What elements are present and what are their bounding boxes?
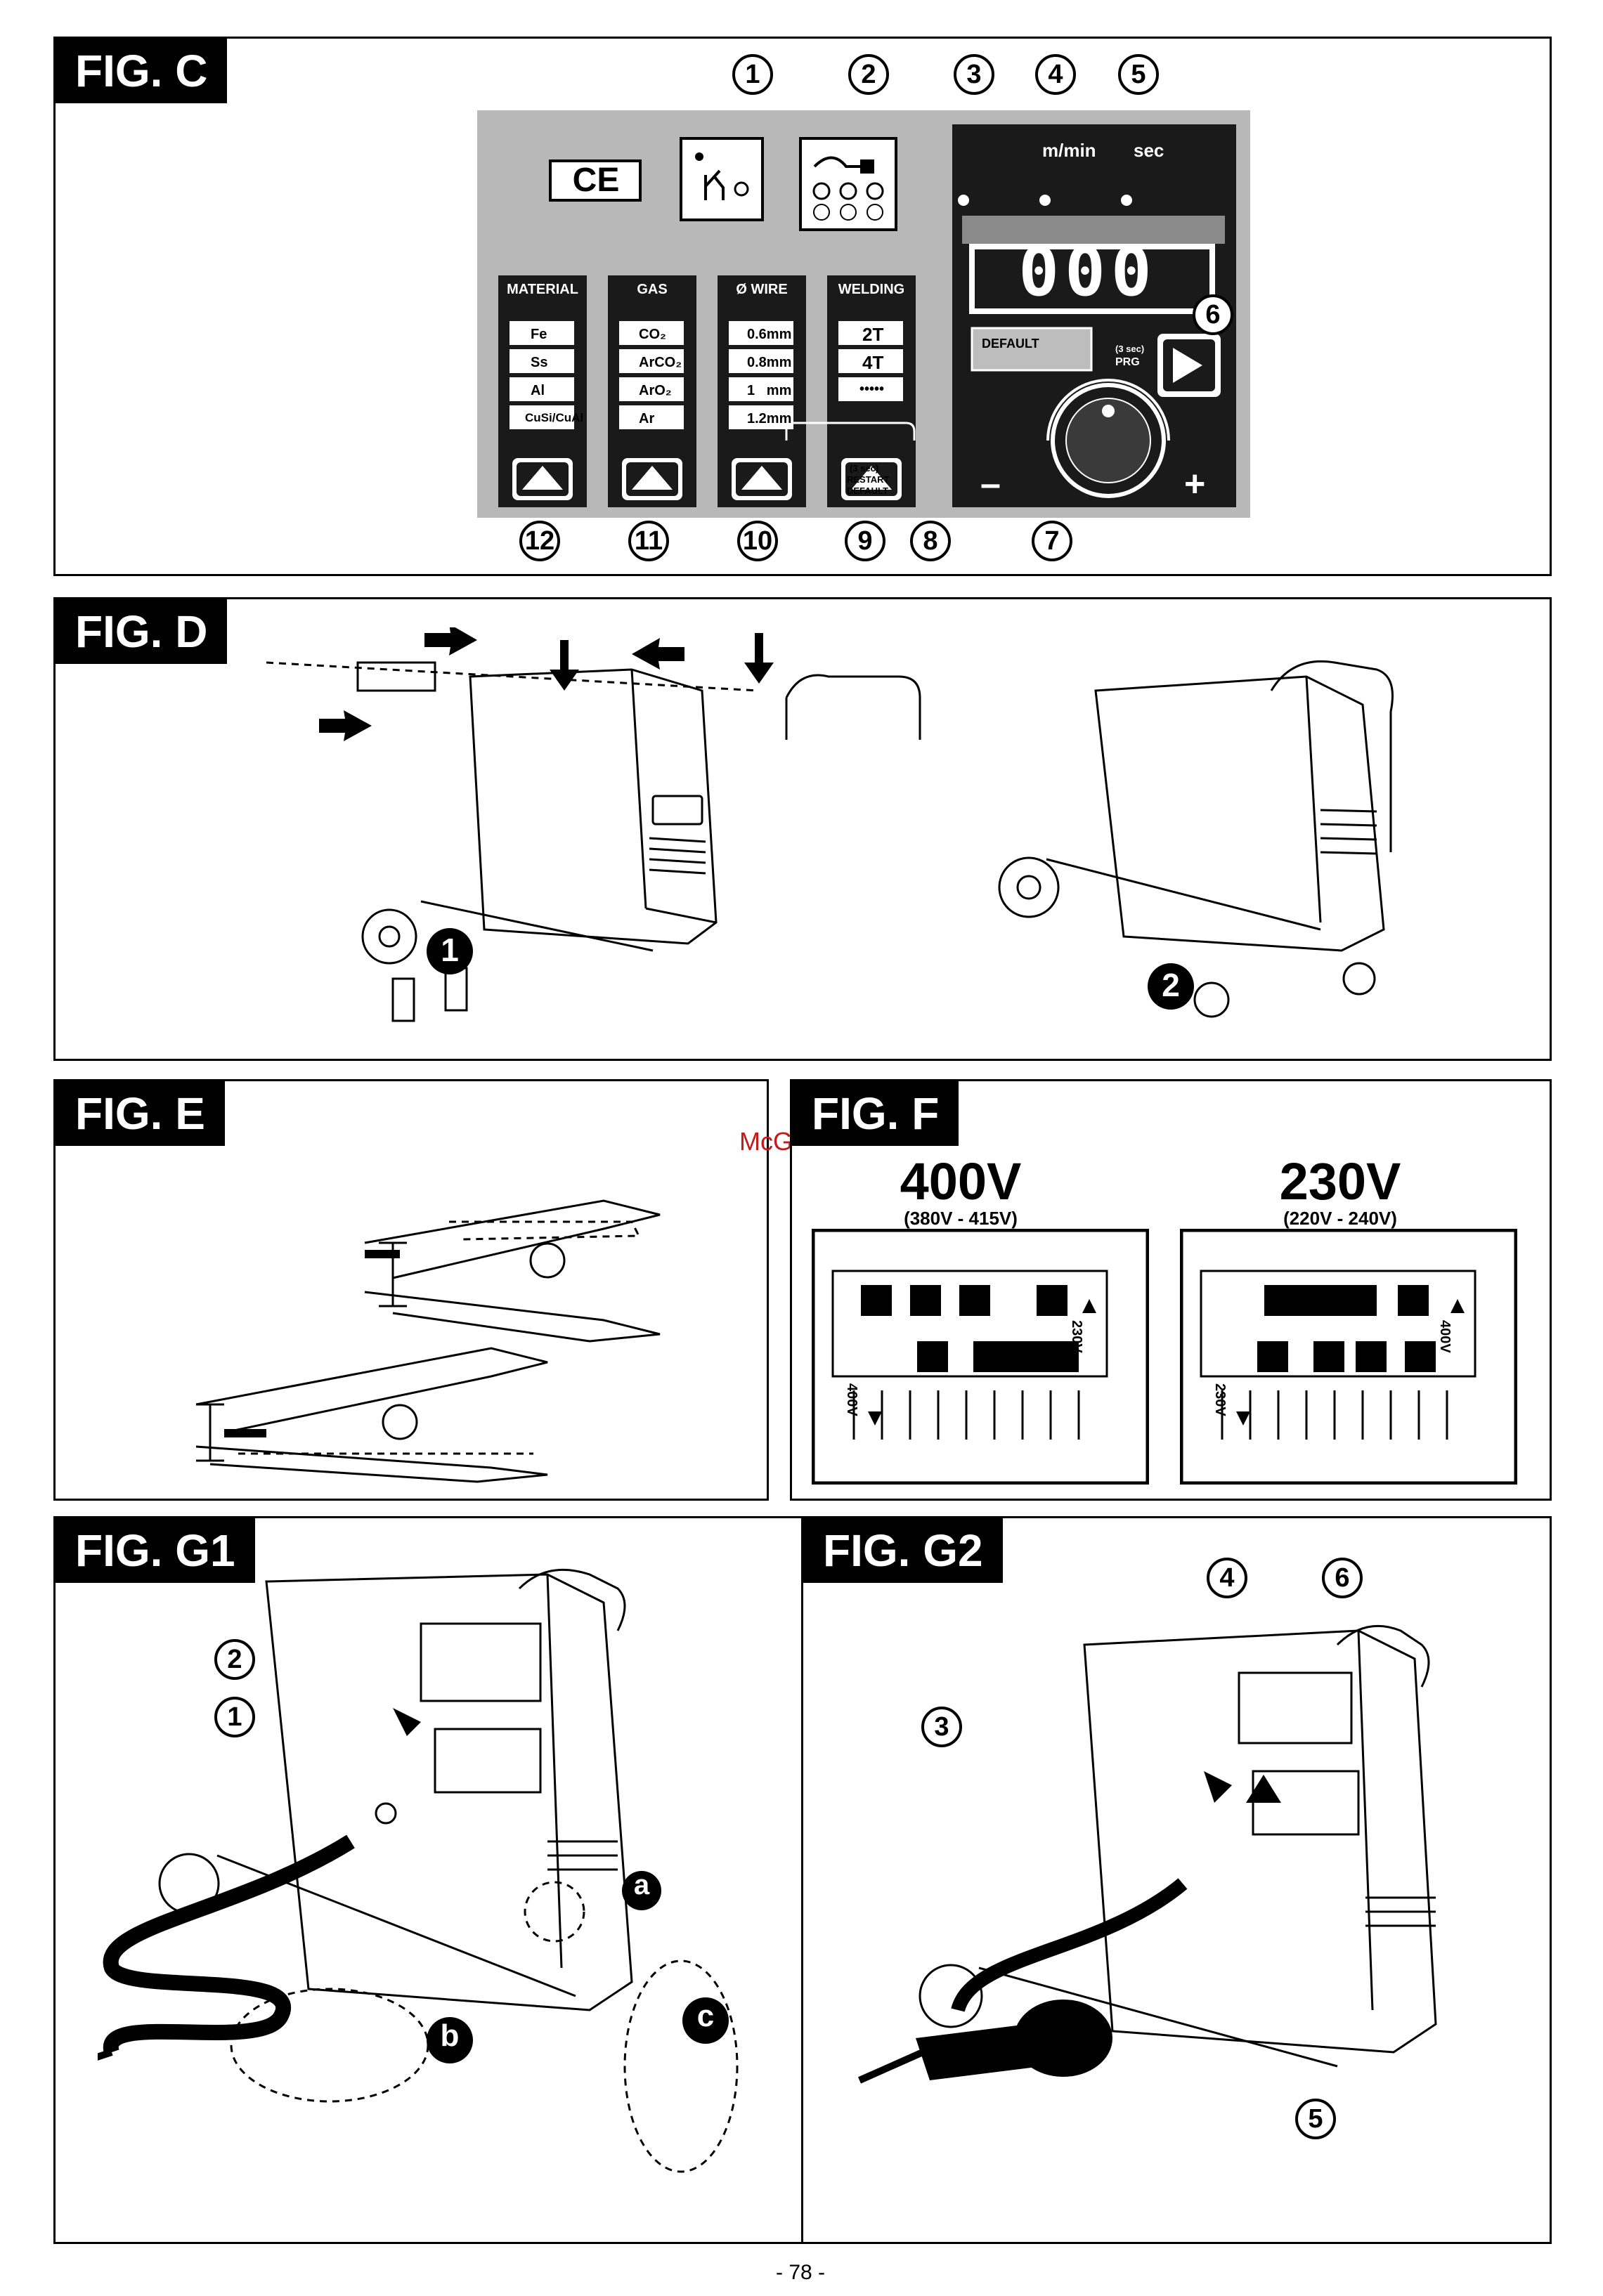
step-2-badge bbox=[1148, 963, 1194, 1010]
label-230v-arrow-right: 230V bbox=[1212, 1383, 1228, 1416]
material-option[interactable]: Al bbox=[531, 383, 545, 398]
voltage-right-range: (220V - 240V) bbox=[1283, 1208, 1397, 1229]
welding-option[interactable]: 2T bbox=[862, 324, 884, 345]
gas-option[interactable]: CO₂ bbox=[639, 327, 666, 342]
torch-connection-drawing bbox=[98, 1568, 739, 2173]
g2-callout-5: 5 bbox=[1295, 2099, 1336, 2139]
callout-11: 11 bbox=[628, 521, 669, 561]
welding-column bbox=[827, 275, 916, 507]
callout-4: 4 bbox=[1035, 54, 1076, 95]
wire-column bbox=[718, 275, 806, 507]
wire-option[interactable]: 1 mm bbox=[747, 383, 792, 398]
voltage-left-range: (380V - 415V) bbox=[904, 1208, 1018, 1229]
detail-b-badge bbox=[427, 2017, 473, 2063]
callout-2: 2 bbox=[848, 54, 889, 95]
gas-option[interactable]: Ar bbox=[639, 411, 655, 426]
gas-option[interactable]: ArCO₂ bbox=[639, 355, 682, 370]
restart-time: (3 sec) bbox=[850, 463, 879, 474]
material-option[interactable]: CuSi/CuAl bbox=[525, 411, 584, 424]
fig-d-tag: FIG. D bbox=[56, 599, 228, 664]
callout-12: 12 bbox=[519, 521, 560, 561]
voltage-left-title: 400V bbox=[900, 1152, 1022, 1211]
label-400v-arrow-left: 400V bbox=[844, 1383, 859, 1416]
fig-e-tag: FIG. E bbox=[56, 1081, 225, 1146]
earth-clamp-drawing bbox=[195, 1199, 661, 1483]
welding-option[interactable]: ••••• bbox=[859, 381, 885, 397]
assembly-drawing bbox=[266, 627, 1394, 1022]
callout-9: 9 bbox=[845, 521, 885, 561]
material-option[interactable]: Fe bbox=[531, 327, 547, 342]
fig-g2-panel: FIG. G2 4 6 3 5 bbox=[801, 1516, 1552, 2244]
g2-callout-6: 6 bbox=[1322, 1558, 1363, 1598]
welding-option[interactable]: 4T bbox=[862, 352, 884, 373]
gas-column bbox=[608, 275, 696, 507]
prg-label: PRG bbox=[1115, 356, 1140, 368]
knob-plus: + bbox=[1184, 464, 1206, 504]
control-panel-drawing bbox=[477, 110, 1250, 518]
callout-1: 1 bbox=[732, 54, 773, 95]
step-1-badge bbox=[427, 928, 473, 974]
step-2-label: 2 bbox=[1162, 967, 1180, 1003]
wire-option[interactable]: 1.2mm bbox=[747, 411, 792, 426]
ce-mark: CE bbox=[572, 162, 620, 199]
wire-title: Ø WIRE bbox=[736, 282, 788, 297]
g2-callout-4: 4 bbox=[1207, 1558, 1247, 1598]
welding-title: WELDING bbox=[838, 282, 905, 297]
fig-e-panel: FIG. E bbox=[53, 1079, 769, 1501]
g1-callout-2: 2 bbox=[214, 1639, 255, 1680]
step-1-label: 1 bbox=[441, 932, 459, 968]
callout-3: 3 bbox=[954, 54, 994, 95]
callout-10: 10 bbox=[737, 521, 778, 561]
detail-c-label: c bbox=[696, 1999, 715, 2033]
terminal-board-230v bbox=[1180, 1229, 1517, 1485]
restart-default-label: DEFAULT bbox=[847, 485, 888, 496]
fig-c-tag: FIG. C bbox=[56, 39, 228, 103]
thermal-led bbox=[695, 152, 703, 161]
terminal-board-400v bbox=[812, 1229, 1149, 1485]
material-option[interactable]: Ss bbox=[531, 355, 548, 370]
restart-label: RESTART bbox=[847, 474, 890, 485]
knob-minus: – bbox=[980, 464, 1001, 504]
material-column bbox=[498, 275, 587, 507]
fig-c-panel: FIG. C bbox=[53, 37, 1552, 576]
fig-g1-tag: FIG. G1 bbox=[56, 1518, 255, 1583]
fig-g2-tag: FIG. G2 bbox=[803, 1518, 1003, 1583]
gas-title: GAS bbox=[637, 282, 668, 297]
callout-7: 7 bbox=[1032, 521, 1072, 561]
wire-option[interactable]: 0.6mm bbox=[747, 327, 792, 342]
callout-8: 8 bbox=[910, 521, 951, 561]
page-number: - 78 - bbox=[776, 2261, 826, 2284]
fig-g1-panel: FIG. G1 2 1 a b c bbox=[53, 1516, 804, 2244]
detail-b-label: b bbox=[440, 2018, 460, 2053]
callout-6: 6 bbox=[1193, 294, 1233, 335]
material-title: MATERIAL bbox=[507, 282, 578, 297]
digital-display: 000 bbox=[1018, 233, 1157, 311]
label-230v-arrow-left: 230V bbox=[1069, 1320, 1084, 1353]
callout-5: 5 bbox=[1118, 54, 1159, 95]
detail-c-badge bbox=[682, 1997, 729, 2044]
fig-d-panel: FIG. D bbox=[53, 597, 1552, 1061]
gas-option[interactable]: ArO₂ bbox=[639, 383, 672, 398]
prg-time: (3 sec) bbox=[1115, 344, 1145, 354]
detail-a-badge bbox=[622, 1871, 661, 1910]
g1-callout-1: 1 bbox=[214, 1697, 255, 1737]
g2-callout-3: 3 bbox=[921, 1707, 962, 1747]
detail-a-label: a bbox=[633, 1870, 650, 1900]
wire-option[interactable]: 0.8mm bbox=[747, 355, 792, 370]
sec-label: sec bbox=[1134, 140, 1164, 161]
fig-f-panel: FIG. F 400V (380V - 415V) 230V (220V - 2… bbox=[790, 1079, 1552, 1501]
default-label[interactable]: DEFAULT bbox=[982, 337, 1039, 351]
fig-f-tag: FIG. F bbox=[792, 1081, 959, 1146]
spool-gun-connection-drawing bbox=[857, 1624, 1437, 2084]
voltage-right-title: 230V bbox=[1279, 1152, 1401, 1211]
mmin-label: m/min bbox=[1042, 140, 1096, 161]
label-400v-arrow-right: 400V bbox=[1437, 1320, 1453, 1353]
